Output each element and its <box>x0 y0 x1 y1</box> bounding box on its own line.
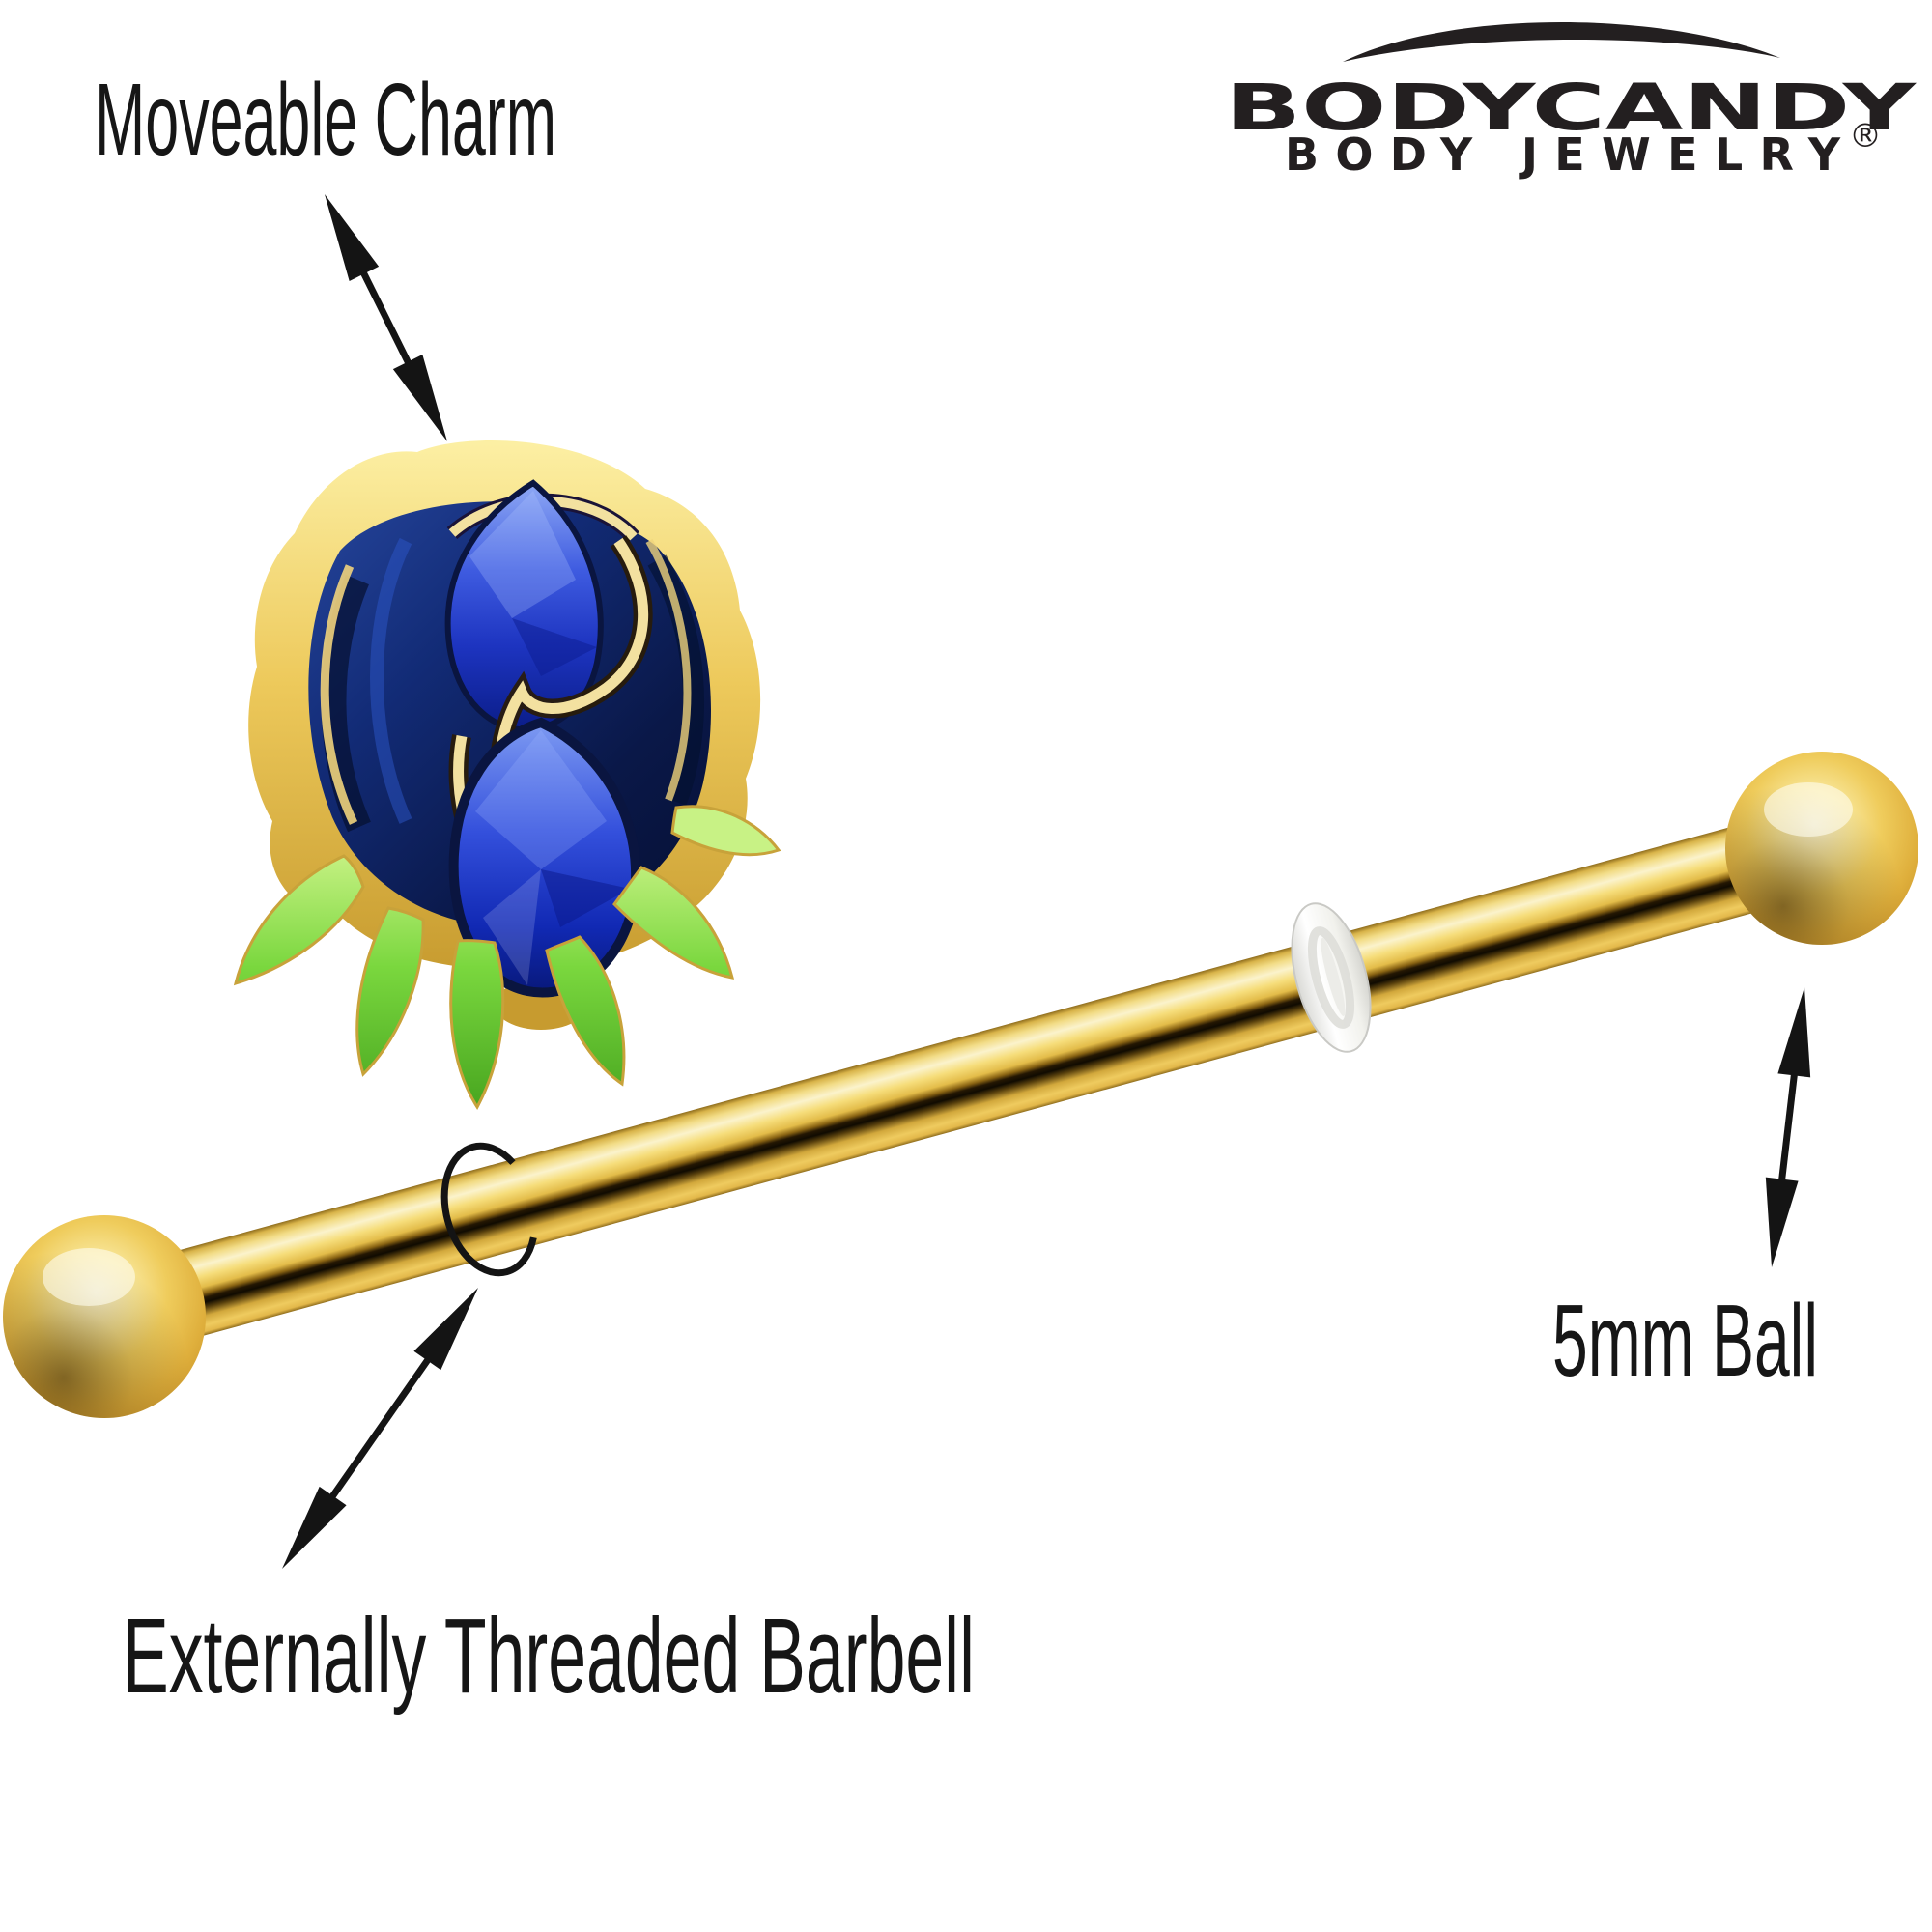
barbell-ball-left <box>3 1215 206 1418</box>
barbell-shaft <box>157 808 1822 1342</box>
bodycandy-logo: BODYCANDY BODY JEWELRY ® <box>1225 21 1918 181</box>
charm-callout-arrow <box>325 194 447 441</box>
gold-rim <box>320 564 358 825</box>
gem-facet <box>483 869 541 985</box>
logo-registered-mark: ® <box>1849 117 1882 156</box>
threading-marker-icon <box>440 1142 539 1277</box>
barbell-label: Externally Threaded Barbell <box>123 1597 975 1716</box>
gem-facet <box>475 730 607 869</box>
barbell-ball-right <box>1725 752 1918 945</box>
ball-label: 5mm Ball <box>1552 1284 1818 1398</box>
ball-callout-arrow <box>1765 987 1811 1267</box>
gold-rim <box>645 538 692 802</box>
petal-shadow <box>321 574 371 833</box>
gem-facet <box>512 618 597 676</box>
logo-swoosh-icon <box>1343 21 1780 62</box>
gem-facet <box>541 869 630 927</box>
petal-sheen <box>370 537 412 824</box>
moveable-charm-label: Moveable Charm <box>95 63 556 177</box>
o-ring <box>1291 902 1372 1053</box>
rose-charm <box>233 440 781 1110</box>
logo-brand: BODYCANDY <box>1225 71 1918 145</box>
rose-gem-lower <box>448 717 641 998</box>
industrial-barbell <box>3 752 1918 1418</box>
barbell-callout-arrow <box>282 1288 478 1569</box>
rose-leaves <box>233 805 781 1110</box>
gem-facet <box>469 491 576 618</box>
